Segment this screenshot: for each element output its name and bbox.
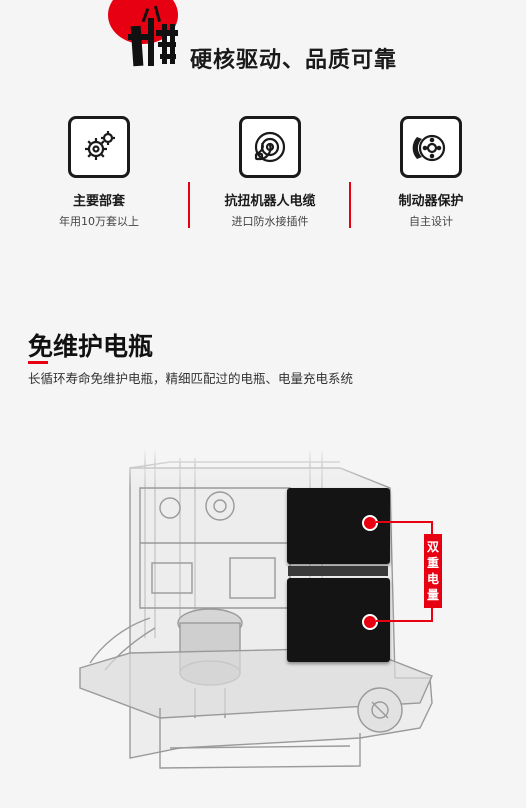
brush-calligraphy-logo (128, 5, 178, 67)
section-title: 免维护电瓶 (28, 332, 154, 361)
pallet-truck-illustration (60, 448, 480, 783)
feature-icon-box (400, 116, 462, 178)
battery-marker-dot (362, 515, 378, 531)
feature-subtitle: 进口防水接插件 (231, 215, 309, 228)
section-title-accent (28, 361, 48, 364)
brake-disc-icon (412, 134, 446, 162)
cable-reel-icon (254, 131, 286, 163)
battery-connector-plate (288, 566, 388, 576)
feature-main-parts: 主要部套 年用10万套以上 (24, 116, 174, 229)
callout-line-top (376, 521, 432, 523)
section-description: 长循环寿命免维护电瓶，精细匹配过的电瓶、电量充电系统 (28, 371, 354, 386)
feature-title: 抗扭机器人电缆 (224, 194, 316, 209)
headline: 硬核驱动、品质可靠 (190, 48, 398, 73)
dual-power-label: 双重电量 (424, 534, 442, 608)
feature-title: 主要部套 (72, 194, 125, 209)
feature-subtitle: 自主设计 (409, 215, 453, 228)
feature-subtitle: 年用10万套以上 (59, 215, 139, 228)
feature-icon-box (68, 116, 130, 178)
feature-cable: 抗扭机器人电缆 进口防水接插件 (195, 116, 345, 229)
callout-line-bottom (376, 620, 432, 622)
feature-brake: 制动器保护 自主设计 (356, 116, 506, 229)
gear-icon (85, 131, 115, 160)
feature-icon-box (239, 116, 301, 178)
feature-title: 制动器保护 (398, 194, 464, 209)
feature-divider (188, 182, 190, 228)
battery-marker-dot (362, 614, 378, 630)
feature-divider (349, 182, 351, 228)
